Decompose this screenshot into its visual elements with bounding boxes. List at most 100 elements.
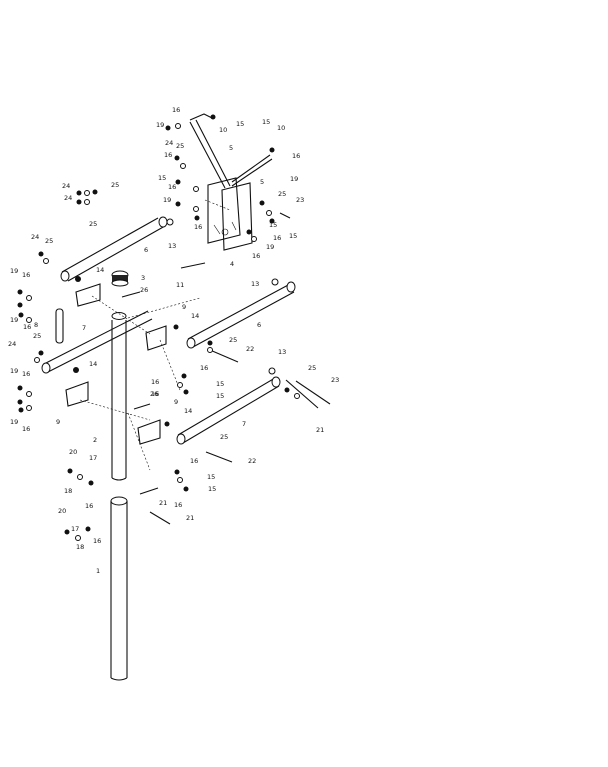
part-number-callout: 16 [22, 271, 30, 279]
part-number-callout: 16 [194, 223, 202, 231]
part-number-callout: 16 [292, 152, 300, 160]
part-number-callout: 14 [184, 407, 192, 415]
part-number-callout: 23 [296, 196, 304, 204]
pole-lower [110, 496, 128, 681]
part-number-callout: 16 [93, 537, 101, 545]
part-number-callout: 14 [191, 312, 199, 320]
part-number-callout: 25 [111, 181, 119, 189]
part-number-callout: 21 [316, 426, 324, 434]
part-number-callout: 25 [33, 332, 41, 340]
part-number-callout: 16 [190, 457, 198, 465]
part-number-callout: 13 [168, 242, 176, 250]
part-number-callout: 18 [64, 487, 72, 495]
part-number-callout: 24 [165, 139, 173, 147]
part-number-callout: 15 [289, 232, 297, 240]
part-number-callout: 15 [207, 473, 215, 481]
part-number-callout: 15 [262, 118, 270, 126]
part-number-callout: 19 [290, 175, 298, 183]
part-number-callout: 13 [278, 348, 286, 356]
part-number-callout: 15 [236, 120, 244, 128]
crossbar-lower-right [176, 376, 281, 445]
part-number-callout: 15 [158, 174, 166, 182]
part-number-callout: 10 [277, 124, 285, 132]
crossbar-right [186, 281, 296, 349]
part-number-callout: 6 [257, 321, 261, 329]
upper-arms [189, 113, 275, 189]
part-number-callout: 26 [150, 390, 158, 398]
part-number-callout: 16 [168, 183, 176, 191]
part-number-callout: 17 [71, 525, 79, 533]
part-number-callout: 16 [200, 364, 208, 372]
pole-collar [111, 270, 129, 287]
brackets [65, 283, 167, 445]
part-number-callout: 6 [144, 246, 148, 254]
part-number-callout: 7 [82, 324, 86, 332]
part-number-callout: 16 [85, 502, 93, 510]
part-number-callout: 24 [64, 194, 72, 202]
hardware-nuts-washers [17, 123, 300, 541]
part-number-callout: 16 [23, 323, 31, 331]
part-number-callout: 17 [89, 454, 97, 462]
bolts [121, 212, 331, 525]
part-number-callout: 9 [174, 398, 178, 406]
part-number-callout: 23 [331, 376, 339, 384]
part-number-callout: 16 [22, 370, 30, 378]
part-number-callout: 22 [248, 457, 256, 465]
part-number-callout: 18 [76, 543, 84, 551]
part-number-callout: 19 [10, 267, 18, 275]
part-number-callout: 19 [266, 243, 274, 251]
part-number-callout: 25 [220, 433, 228, 441]
part-number-callout: 24 [62, 182, 70, 190]
part-number-callout: 19 [10, 316, 18, 324]
part-number-callout: 16 [252, 252, 260, 260]
part-number-callout: 19 [156, 121, 164, 129]
part-number-callout: 4 [230, 260, 234, 268]
pole-upper [111, 312, 127, 481]
link-bar [55, 308, 64, 344]
part-number-callout: 20 [69, 448, 77, 456]
part-number-callout: 24 [31, 233, 39, 241]
part-number-callout: 5 [260, 178, 264, 186]
part-number-callout: 10 [219, 126, 227, 134]
part-number-callout: 15 [216, 380, 224, 388]
part-number-callout: 16 [164, 151, 172, 159]
part-number-callout: 25 [308, 364, 316, 372]
part-number-callout: 7 [242, 420, 246, 428]
part-number-callout: 21 [159, 499, 167, 507]
crossbar-upper-left [60, 216, 168, 282]
part-number-callout: 19 [10, 418, 18, 426]
part-number-callout: 8 [34, 321, 38, 329]
clamp-plates [207, 177, 253, 251]
part-number-callout: 25 [89, 220, 97, 228]
part-number-callout: 16 [151, 390, 159, 398]
part-number-callout: 25 [229, 336, 237, 344]
part-number-callout: 21 [186, 514, 194, 522]
part-number-callout: 16 [273, 234, 281, 242]
part-number-callout: 16 [172, 106, 180, 114]
part-number-callout: 19 [10, 367, 18, 375]
part-number-callout: 5 [229, 144, 233, 152]
part-number-callout: 9 [56, 418, 60, 426]
part-number-callout: 25 [45, 237, 53, 245]
part-number-callout: 13 [251, 280, 259, 288]
part-number-callout: 20 [58, 507, 66, 515]
part-number-callout: 3 [141, 274, 145, 282]
part-number-callout: 1 [96, 567, 100, 575]
part-number-callout: 16 [22, 425, 30, 433]
part-number-callout: 15 [269, 221, 277, 229]
part-number-callout: 25 [278, 190, 286, 198]
part-number-callout: 24 [8, 340, 16, 348]
part-number-callout: 15 [216, 392, 224, 400]
part-number-callout: 14 [89, 360, 97, 368]
part-number-callout: 25 [176, 142, 184, 150]
part-number-callout: 22 [246, 345, 254, 353]
part-number-callout: 15 [208, 485, 216, 493]
part-number-callout: 14 [96, 266, 104, 274]
part-number-callout: 2 [93, 436, 97, 444]
part-number-callout: 16 [174, 501, 182, 509]
part-number-callout: 11 [176, 281, 184, 289]
part-number-callout: 26 [140, 286, 148, 294]
